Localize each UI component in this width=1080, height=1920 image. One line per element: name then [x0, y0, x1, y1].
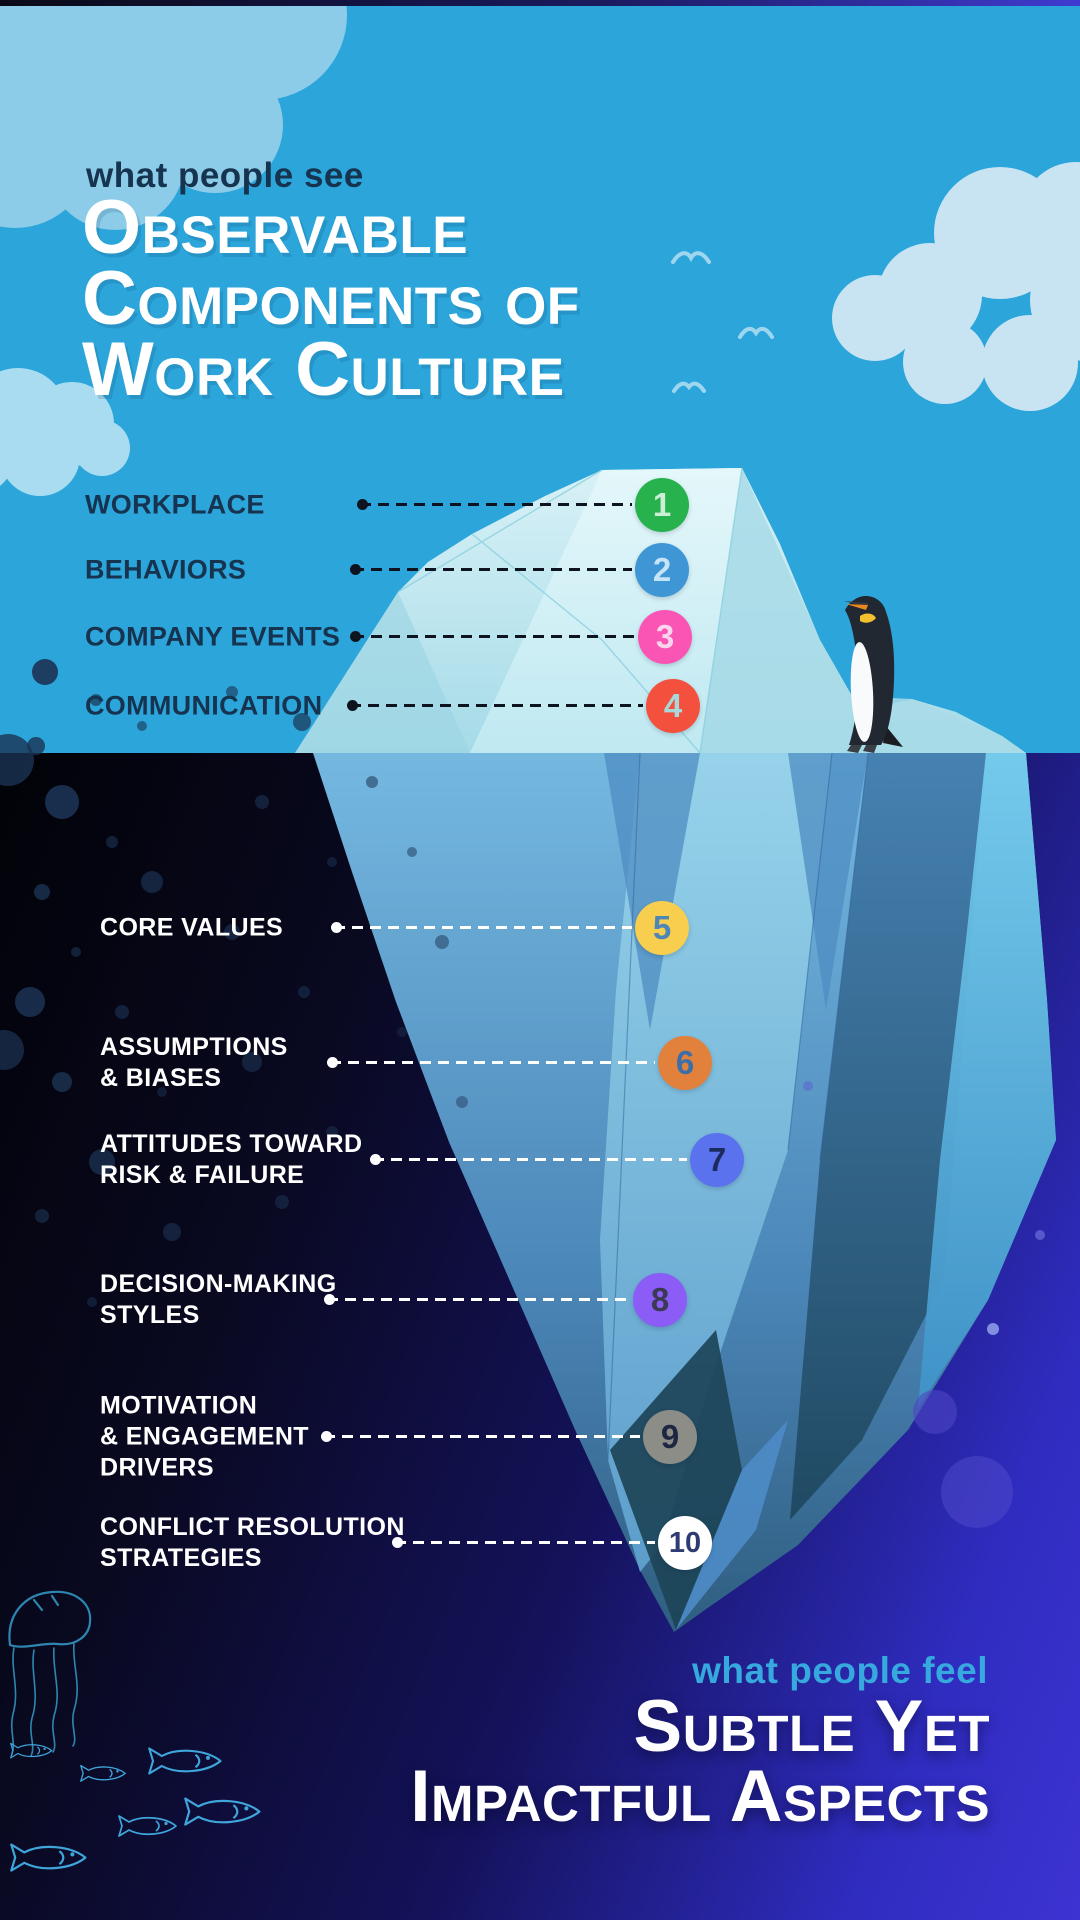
top-accent-strip [0, 0, 1080, 6]
dashed-connector [370, 1154, 687, 1165]
sky-title-line-3: Work Culture [82, 327, 565, 412]
penguin-illustration [844, 596, 903, 753]
dashed-connector [350, 631, 635, 642]
ocean-title: Subtle Yet Impactful Aspects [90, 1686, 990, 1837]
item-label: COMMUNICATION [85, 690, 323, 721]
item-label: COMPANY EVENTS [85, 621, 341, 652]
bubble-dots-left [0, 659, 468, 1307]
item-number-badge: 10 [658, 1516, 712, 1570]
dashed-connector [392, 1537, 655, 1548]
item-number-badge: 1 [635, 478, 689, 532]
dashed-connector [357, 499, 632, 510]
bird-icons [671, 251, 774, 393]
dashed-connector [324, 1294, 630, 1305]
item-label: ATTITUDES TOWARD RISK & FAILURE [100, 1130, 363, 1189]
item-label: MOTIVATION & ENGAGEMENT DRIVERS [100, 1391, 309, 1482]
item-number-badge: 5 [635, 901, 689, 955]
item-number-badge: 6 [658, 1036, 712, 1090]
item-label: DECISION-MAKING STYLES [100, 1270, 337, 1329]
jellyfish-icon [8, 1590, 92, 1757]
cloud-left-small [0, 368, 130, 496]
ocean-kicker: what people feel [692, 1650, 988, 1691]
item-number-badge: 8 [633, 1273, 687, 1327]
item-number-badge: 3 [638, 610, 692, 664]
item-number-badge: 7 [690, 1133, 744, 1187]
item-number-badge: 2 [635, 543, 689, 597]
dashed-connector [350, 564, 632, 575]
dashed-connector [331, 922, 632, 933]
ocean-title-line-1: Subtle Yet [633, 1686, 990, 1767]
bubble-dots-right [803, 1081, 1045, 1528]
item-label: ASSUMPTIONS & BIASES [100, 1033, 288, 1092]
sky-title-line-1: Observable [82, 185, 469, 270]
ocean-title-line-2: Impactful Aspects [410, 1756, 990, 1837]
item-label: WORKPLACE [85, 489, 265, 520]
cloud-top-left [0, 0, 347, 230]
item-number-badge: 4 [646, 679, 700, 733]
sky-title-line-2: Components of [82, 256, 580, 341]
sky-kicker: what people see [86, 156, 364, 195]
item-label: CONFLICT RESOLUTION STRATEGIES [100, 1513, 405, 1572]
item-label: BEHAVIORS [85, 554, 247, 585]
dashed-connector [347, 700, 643, 711]
dashed-connector [327, 1057, 655, 1068]
item-number-badge: 9 [643, 1410, 697, 1464]
item-label: CORE VALUES [100, 913, 284, 942]
sky-title: Observable Components of Work Culture [82, 185, 842, 412]
cloud-top-right [832, 162, 1080, 411]
dashed-connector [321, 1431, 640, 1442]
